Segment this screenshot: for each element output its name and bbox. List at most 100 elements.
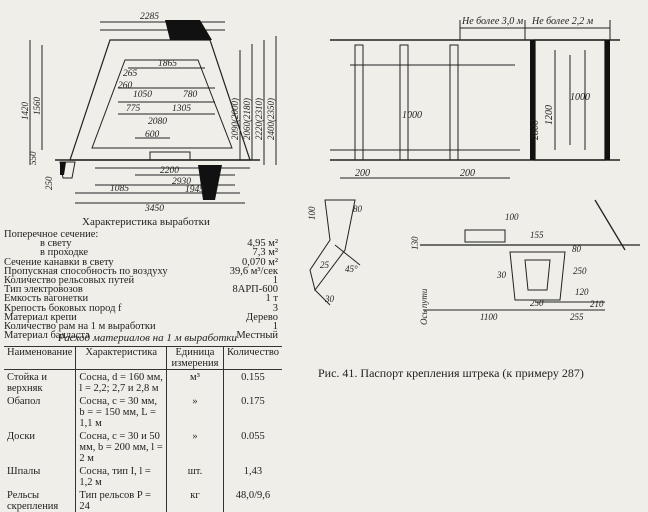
dim-label: 1085 [110, 184, 129, 194]
longitudinal-section-drawing: Не более 3,0 м Не более 2,2 м 1000 1000 … [330, 16, 620, 179]
dim-label: 200 [460, 168, 475, 179]
dim-label: 1865 [158, 59, 177, 69]
dim-label: 25 [320, 260, 330, 270]
col-char: Характеристика [75, 346, 167, 370]
dim-label: 250 [573, 266, 587, 276]
dim-label: 2800 [530, 120, 541, 140]
cell-unit: м³ [165, 369, 224, 394]
dim-label: 255 [570, 312, 584, 322]
dim-label: 210 [590, 299, 604, 309]
dim-label: 155 [530, 230, 544, 240]
cell-name: Доски [7, 431, 36, 442]
axis-label: Ось пути [419, 288, 429, 325]
track-detail-drawing: 130 100 155 80 250 250 1100 30 255 210 1… [410, 199, 640, 325]
top-label: Не более 3,0 м [461, 16, 524, 27]
spec-value: 4,95 м² [247, 238, 278, 250]
dim-label: 2200 [160, 166, 179, 176]
table-row: Доски Сосна, c = 30 и 50 мм, b = 200 мм, … [4, 429, 282, 464]
spec-label: Поперечное сечение: [4, 229, 99, 240]
dim-label: 550 [28, 151, 38, 165]
dim-label: 2400(2350) [266, 98, 276, 140]
table-row: Обапол Сосна, c = 30 мм, b = = 150 мм, L … [4, 394, 282, 429]
cell-char: Сосна, c = 30 мм, b = = 150 мм, L = 1,1 … [75, 394, 167, 429]
dim-label: 2220(2310) [254, 98, 264, 140]
spec-value: 39,6 м³/сек [229, 265, 278, 277]
dim-label: 30 [496, 270, 507, 280]
spec-label: Тип электровозов [4, 284, 83, 296]
dim-label: 100 [307, 206, 317, 220]
dim-label: 1100 [480, 312, 498, 322]
spec-value: 7,3 м² [252, 247, 278, 259]
dim-label: 1000 [570, 92, 590, 103]
joint-detail-drawing: 100 80 45° 25 30 [307, 199, 363, 306]
dim-label: 1560 [32, 97, 42, 116]
materials-table: Наименование Характеристика Единица изме… [4, 346, 282, 512]
spec-value: Дерево [246, 311, 278, 323]
cell-name: Стойка и верхняк [7, 372, 48, 394]
dim-label: 1050 [133, 90, 152, 100]
dim-label: 80 [572, 244, 582, 254]
spec-value: 8АРП-600 [232, 284, 278, 296]
spec-value: 0,070 м² [241, 256, 278, 268]
cell-name: Шпалы [7, 466, 41, 477]
dim-label: 1945 [185, 185, 204, 195]
spec-label: Материал крепи [4, 311, 77, 323]
spec-label: Крепость боковых пород f [4, 302, 122, 314]
cell-char: Сосна, d = 160 мм, l = 2,2; 2,7 и 2,8 м [75, 369, 167, 394]
dim-label: 100 [505, 212, 519, 222]
dim-label: 1000 [402, 110, 422, 121]
col-qty: Количество [222, 346, 282, 370]
spec-label: Емкость вагонетки [4, 293, 89, 305]
dim-label: 130 [410, 236, 420, 250]
cell-unit: кг [165, 488, 224, 512]
dim-label: 30 [324, 294, 335, 304]
dim-label: 3450 [144, 204, 164, 214]
dim-label: 200 [355, 168, 370, 179]
dim-label: 265 [123, 69, 138, 79]
cell-char: Сосна, c = 30 и 50 мм, b = 200 мм, l = 2… [75, 429, 167, 464]
materials-table-wrap: Наименование Характеристика Единица изме… [4, 346, 282, 512]
cell-unit: » [165, 394, 224, 429]
spec-value: 1 [272, 321, 278, 332]
cell-name: Обапол [7, 396, 41, 407]
dim-label: 2285 [140, 12, 159, 22]
dim-label: 775 [126, 104, 141, 114]
dim-label: 260 [118, 81, 133, 91]
cross-section-drawing: 2285 1865 265 260 1050 780 775 1305 2080… [20, 12, 277, 214]
dim-label: 45° [345, 264, 358, 274]
dim-label: 80 [353, 204, 363, 214]
spec-value: 3 [272, 302, 278, 314]
dim-label: 120 [575, 287, 589, 297]
top-label: Не более 2,2 м [531, 16, 594, 27]
cell-unit: » [165, 429, 224, 464]
dim-label: 2080 [148, 117, 167, 127]
spec-value: Местный [236, 330, 278, 342]
dim-label: 2930 [172, 177, 191, 187]
cell-name: Рельсы скрепления [7, 490, 59, 512]
dim-label: 1305 [172, 104, 191, 114]
dim-label: 1200 [544, 105, 555, 125]
cell-qty: 0.055 [222, 429, 282, 464]
spec-label: в проходке [40, 247, 89, 259]
spec-value: 1 т [265, 293, 278, 305]
dim-label: 250 [44, 176, 54, 190]
spec-label: Количество рельсовых путей [4, 275, 135, 286]
spec-label: Материал балласта [4, 330, 90, 342]
dim-label: 2060(2180) [242, 98, 252, 140]
cell-qty: 1,43 [222, 464, 282, 488]
spec-heading: Характеристика выработки [82, 216, 210, 228]
dim-label: 2090(2000) [230, 98, 240, 140]
cell-char: Тип рельсов P = 24 [75, 488, 167, 512]
figure-caption: Рис. 41. Паспорт крепления штрека (к при… [318, 366, 584, 380]
dim-label: 250 [530, 298, 544, 308]
dim-label: 600 [145, 130, 160, 140]
spec-value: 1 [272, 275, 278, 286]
cell-char: Сосна, тип I, l = 1,2 м [75, 464, 167, 488]
dim-label: 1420 [20, 102, 30, 121]
materials-heading: Расход материалов на 1 м выработки [58, 332, 238, 344]
col-name: Наименование [4, 346, 76, 370]
dim-label: 780 [183, 90, 198, 100]
spec-label: Количество рам на 1 м выработки [4, 321, 156, 332]
